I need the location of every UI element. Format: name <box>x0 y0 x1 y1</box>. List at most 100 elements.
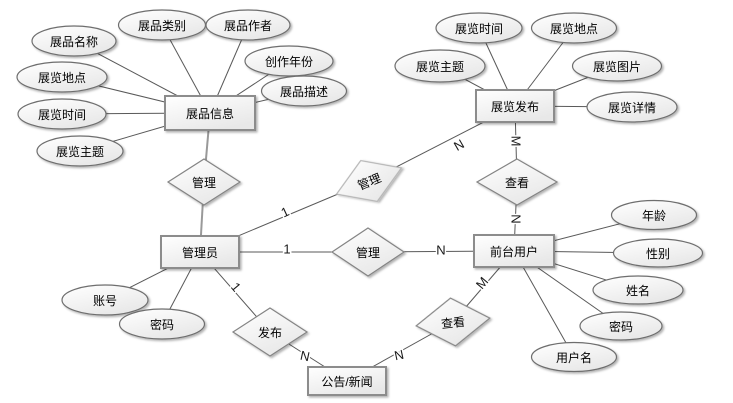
attribute-attr-exhibition-theme[interactable]: 展览主题 <box>394 49 486 83</box>
attr-exhibition-place-label: 展览地点 <box>550 21 598 36</box>
attribute-attr-exhibition-detail[interactable]: 展览详情 <box>586 91 678 123</box>
edge-front-user--attr-username <box>513 250 575 358</box>
attr-account-label: 账号 <box>93 294 117 308</box>
attr-exhibition-time-ellipse[interactable] <box>435 12 523 44</box>
attribute-attr-exhibition-image[interactable]: 展览图片 <box>571 50 663 82</box>
cardinality-m-8: M <box>473 274 491 292</box>
manage-publish-diamond[interactable] <box>328 147 409 214</box>
attr-exhibition-theme-ellipse[interactable] <box>394 49 486 83</box>
manage-user-diamond[interactable] <box>330 227 406 277</box>
front-user-box[interactable] <box>473 234 555 268</box>
attribute-attr-age[interactable]: 年龄 <box>610 199 698 231</box>
attr-name-label: 姓名 <box>626 283 650 298</box>
entity-exhibit-info[interactable]: 展品信息 <box>164 95 256 131</box>
attr-account-ellipse[interactable] <box>61 284 149 316</box>
attribute-attr-name[interactable]: 姓名 <box>592 275 684 305</box>
attribute-attr-exhibition-theme-left[interactable]: 展览主题 <box>36 135 124 167</box>
cardinality-m-4: M <box>509 136 524 147</box>
attr-exhibition-theme-left-ellipse[interactable] <box>36 135 124 167</box>
attr-admin-password-label: 密码 <box>150 317 174 332</box>
attr-exhibition-place-ellipse[interactable] <box>530 12 618 44</box>
nodes-layer: 展品名称展品类别展品作者创作年份展品描述展览地点展览时间展览主题展览时间展览地点… <box>16 9 704 396</box>
attribute-attr-admin-password[interactable]: 密码 <box>118 308 206 340</box>
announcement-news-label: 公告/新闻 <box>321 374 372 389</box>
attr-exhibition-place-left-label: 展览地点 <box>38 70 86 85</box>
relationship-view-publish[interactable]: 查看 <box>475 158 559 206</box>
attr-user-password-ellipse[interactable] <box>579 311 663 341</box>
exhibition-publish-label: 展览发布 <box>491 99 539 114</box>
cardinality-1-6: 1 <box>228 279 244 294</box>
exhibit-info-label: 展品信息 <box>186 106 234 121</box>
attribute-attr-exhibition-place-left[interactable]: 展览地点 <box>16 61 108 93</box>
attribute-attr-exhibition-time[interactable]: 展览时间 <box>435 12 523 44</box>
attribute-attr-exhibit-author[interactable]: 展品作者 <box>205 9 291 41</box>
attr-exhibition-time-left-ellipse[interactable] <box>17 98 107 130</box>
attr-exhibition-theme-label: 展览主题 <box>416 59 464 74</box>
attribute-attr-creation-year[interactable]: 创作年份 <box>244 45 334 77</box>
admin-box[interactable] <box>160 235 240 269</box>
attribute-attr-exhibition-place[interactable]: 展览地点 <box>530 12 618 44</box>
attribute-attr-account[interactable]: 账号 <box>61 284 149 316</box>
attr-exhibition-place-left-ellipse[interactable] <box>16 61 108 93</box>
attribute-attr-username[interactable]: 用户名 <box>530 341 618 373</box>
exhibit-info-box[interactable] <box>164 95 256 131</box>
attr-exhibition-time-label: 展览时间 <box>455 21 503 36</box>
view-news-diamond[interactable] <box>414 294 493 349</box>
attribute-attr-exhibit-category[interactable]: 展品类别 <box>117 9 207 41</box>
announcement-news-box[interactable] <box>307 366 387 396</box>
attribute-attr-exhibit-name[interactable]: 展品名称 <box>31 25 117 57</box>
cardinality-n-3: N <box>436 243 445 258</box>
attr-admin-password-ellipse[interactable] <box>118 308 206 340</box>
entity-front-user[interactable]: 前台用户 <box>473 234 555 268</box>
admin-label: 管理员 <box>182 245 218 260</box>
entity-announcement-news[interactable]: 公告/新闻 <box>307 366 387 396</box>
cardinality-1-2: 1 <box>283 242 290 257</box>
relationship-manage-exhibit[interactable]: 管理 <box>166 158 242 206</box>
attr-exhibit-category-label: 展品类别 <box>138 19 186 33</box>
attr-exhibit-name-label: 展品名称 <box>50 34 98 49</box>
attr-age-ellipse[interactable] <box>610 199 698 231</box>
exhibition-publish-box[interactable] <box>475 89 555 123</box>
attribute-attr-gender[interactable]: 性别 <box>612 238 704 268</box>
attr-exhibition-image-label: 展览图片 <box>593 59 641 74</box>
attr-creation-year-ellipse[interactable] <box>244 45 334 77</box>
attr-exhibition-time-left-label: 展览时间 <box>38 107 86 122</box>
front-user-label: 前台用户 <box>490 244 538 259</box>
manage-exhibit-label: 管理 <box>192 175 216 190</box>
attr-exhibit-desc-ellipse[interactable] <box>260 75 348 107</box>
attr-exhibition-detail-ellipse[interactable] <box>586 91 678 123</box>
relationship-manage-publish[interactable]: 管理 <box>328 147 409 214</box>
relationship-manage-user[interactable]: 管理 <box>330 227 406 277</box>
view-news-label: 查看 <box>440 315 465 331</box>
relationship-publish-news[interactable]: 发布 <box>231 307 309 357</box>
attribute-attr-exhibit-desc[interactable]: 展品描述 <box>260 75 348 107</box>
attr-username-ellipse[interactable] <box>530 341 618 373</box>
entity-exhibition-publish[interactable]: 展览发布 <box>475 89 555 123</box>
manage-exhibit-diamond[interactable] <box>166 158 242 206</box>
attr-exhibit-author-label: 展品作者 <box>224 19 272 33</box>
view-publish-label: 查看 <box>505 176 529 190</box>
cardinality-n-1: N <box>451 136 467 154</box>
attribute-attr-user-password[interactable]: 密码 <box>579 311 663 341</box>
publish-news-label: 发布 <box>258 325 282 340</box>
relationship-view-news[interactable]: 查看 <box>414 294 493 349</box>
attr-age-label: 年龄 <box>642 209 666 223</box>
attr-username-label: 用户名 <box>556 350 592 365</box>
view-publish-diamond[interactable] <box>475 158 559 206</box>
attr-exhibition-theme-left-label: 展览主题 <box>56 144 104 159</box>
attr-creation-year-label: 创作年份 <box>265 55 313 69</box>
entity-admin[interactable]: 管理员 <box>160 235 240 269</box>
attr-exhibit-desc-label: 展品描述 <box>280 85 328 99</box>
publish-news-diamond[interactable] <box>231 307 309 357</box>
attribute-attr-exhibition-time-left[interactable]: 展览时间 <box>17 98 107 130</box>
attr-exhibition-image-ellipse[interactable] <box>571 50 663 82</box>
attr-name-ellipse[interactable] <box>592 275 684 305</box>
cardinality-n-5: N <box>509 214 524 223</box>
attr-gender-ellipse[interactable] <box>612 238 704 268</box>
attr-gender-label: 性别 <box>646 247 670 261</box>
attr-exhibit-author-ellipse[interactable] <box>205 9 291 41</box>
attr-exhibit-name-ellipse[interactable] <box>31 25 117 57</box>
manage-user-label: 管理 <box>356 245 380 260</box>
